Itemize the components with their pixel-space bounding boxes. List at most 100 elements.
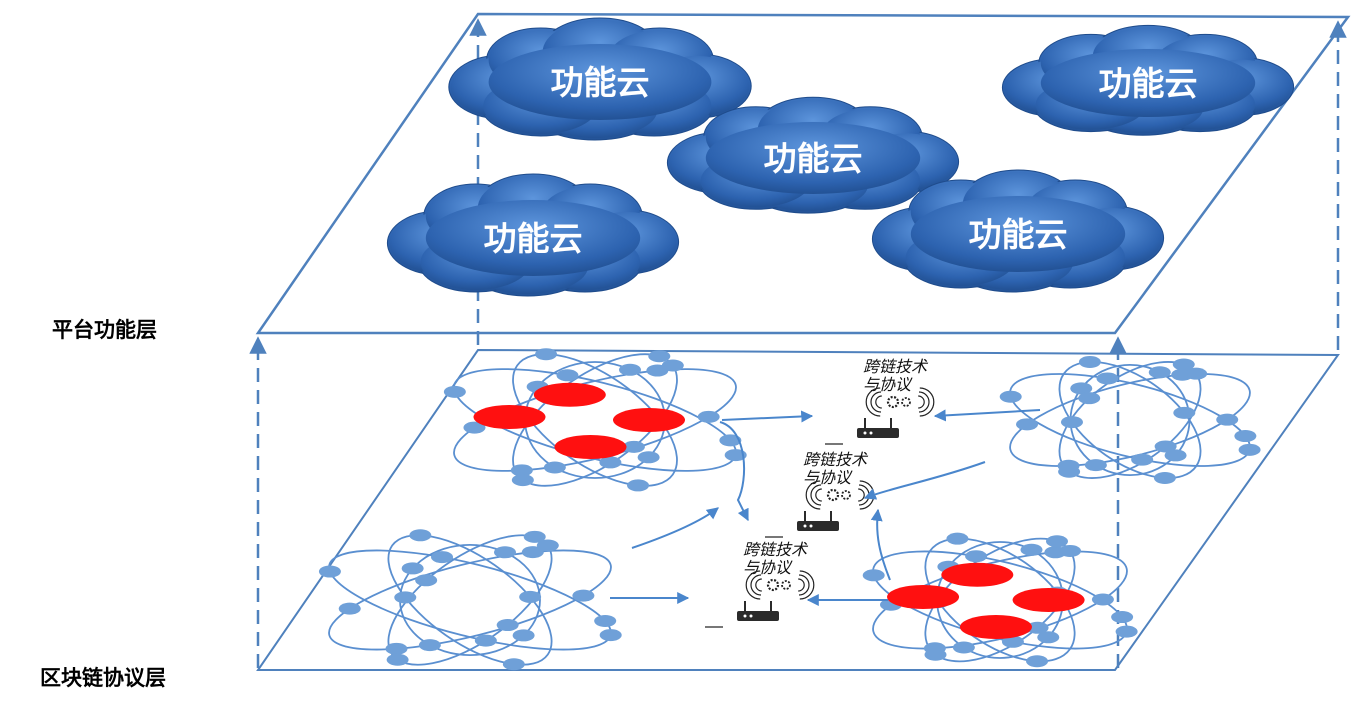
network-node [594,614,617,627]
network-node [1153,471,1176,484]
function-cloud: 功能云 [386,173,680,297]
network-node [1001,635,1024,648]
network-node [1115,625,1138,638]
network-node [494,546,516,559]
cloud-label: 功能云 [484,219,583,258]
network-node [338,602,361,615]
blockchain-network-consensus [443,348,747,492]
network-node [536,539,559,552]
network-node [1084,459,1107,472]
network-orbit [387,534,553,666]
network-node [619,363,641,376]
protocol-layer-label: 区块链协议层 [40,666,166,690]
relay-label-line1: 跨链技术 [743,540,809,559]
network-node [415,574,438,587]
network-node [502,658,525,671]
network-node [385,642,408,655]
network-node [1091,593,1114,606]
router-icon [825,418,899,445]
network-node [1058,465,1081,478]
network-node [952,641,975,654]
network-node [924,648,947,661]
network-node [1078,392,1101,405]
cloud-label: 功能云 [1099,64,1198,103]
connection-arrows [610,409,1041,606]
network-node [599,456,622,469]
network-node [1131,453,1154,466]
network-node [1216,413,1239,426]
arrow-topright-to-relay1 [933,409,1041,422]
arrow-topleft-to-relay1 [721,410,814,423]
network-node [724,449,747,462]
network-node [1016,418,1039,431]
relay-label-line1: 跨链技术 [863,357,929,376]
arrow-bottomright-to-relay2 [870,508,891,581]
network-node [965,550,988,563]
consensus-node [941,562,1014,587]
consensus-node [887,585,960,609]
network-node [1234,430,1257,443]
network-node [1238,443,1261,456]
network-node [1164,449,1187,462]
network-node [443,385,466,398]
network-node [627,479,650,492]
network-node [512,629,535,642]
network-orbit [1058,361,1202,479]
network-node [409,529,432,542]
function-cloud: 功能云 [1001,24,1295,136]
blockchain-networks [318,348,1261,671]
network-orbit [328,549,612,651]
network-node [1185,367,1208,380]
network-node [543,461,566,474]
network-node [862,569,885,582]
arrow-topright-to-relay2 [863,461,986,500]
arrow-topleft-to-relay2 [719,421,749,522]
network-node [1111,611,1134,624]
network-node [719,434,742,447]
network-node [697,410,720,423]
relay-label-line1: 跨链技术 [803,450,869,469]
platform-layer-label: 平台功能层 [52,318,157,342]
blockchain-network [318,529,622,671]
network-node [418,639,441,652]
network-node [572,589,595,602]
consensus-node [554,435,627,459]
network-node [431,551,454,564]
network-node [637,451,660,464]
network-node [386,653,409,666]
network-node [556,369,579,382]
network-node [622,440,645,453]
wireless-gear-icon [805,480,875,510]
network-node [1096,372,1119,385]
blockchain-network [999,355,1261,484]
blockchain-network-consensus [862,532,1138,668]
network-node [1154,440,1177,453]
function-cloud: 功能云 [666,96,960,214]
wireless-gear-icon [745,570,815,600]
network-node [394,591,417,604]
network-node [463,421,486,434]
wireless-gear-icon [865,387,935,417]
arrow-bottomleft-to-relay2 [631,507,719,549]
network-node [474,634,497,647]
network-node [1060,416,1083,429]
network-node [946,532,969,545]
platform-plane [255,12,1351,335]
network-node [1045,535,1068,548]
network-node [318,565,341,578]
function-clouds: 功能云功能云功能云功能云功能云 [386,17,1295,297]
network-node [1020,543,1043,556]
network-node [1173,406,1196,419]
consensus-node [959,615,1032,639]
network-node [999,390,1022,403]
network-node [535,348,558,361]
cloud-label: 功能云 [764,139,863,178]
network-node [661,359,684,372]
router-icon [765,511,839,538]
function-cloud: 功能云 [448,17,752,141]
network-node [1026,621,1049,634]
